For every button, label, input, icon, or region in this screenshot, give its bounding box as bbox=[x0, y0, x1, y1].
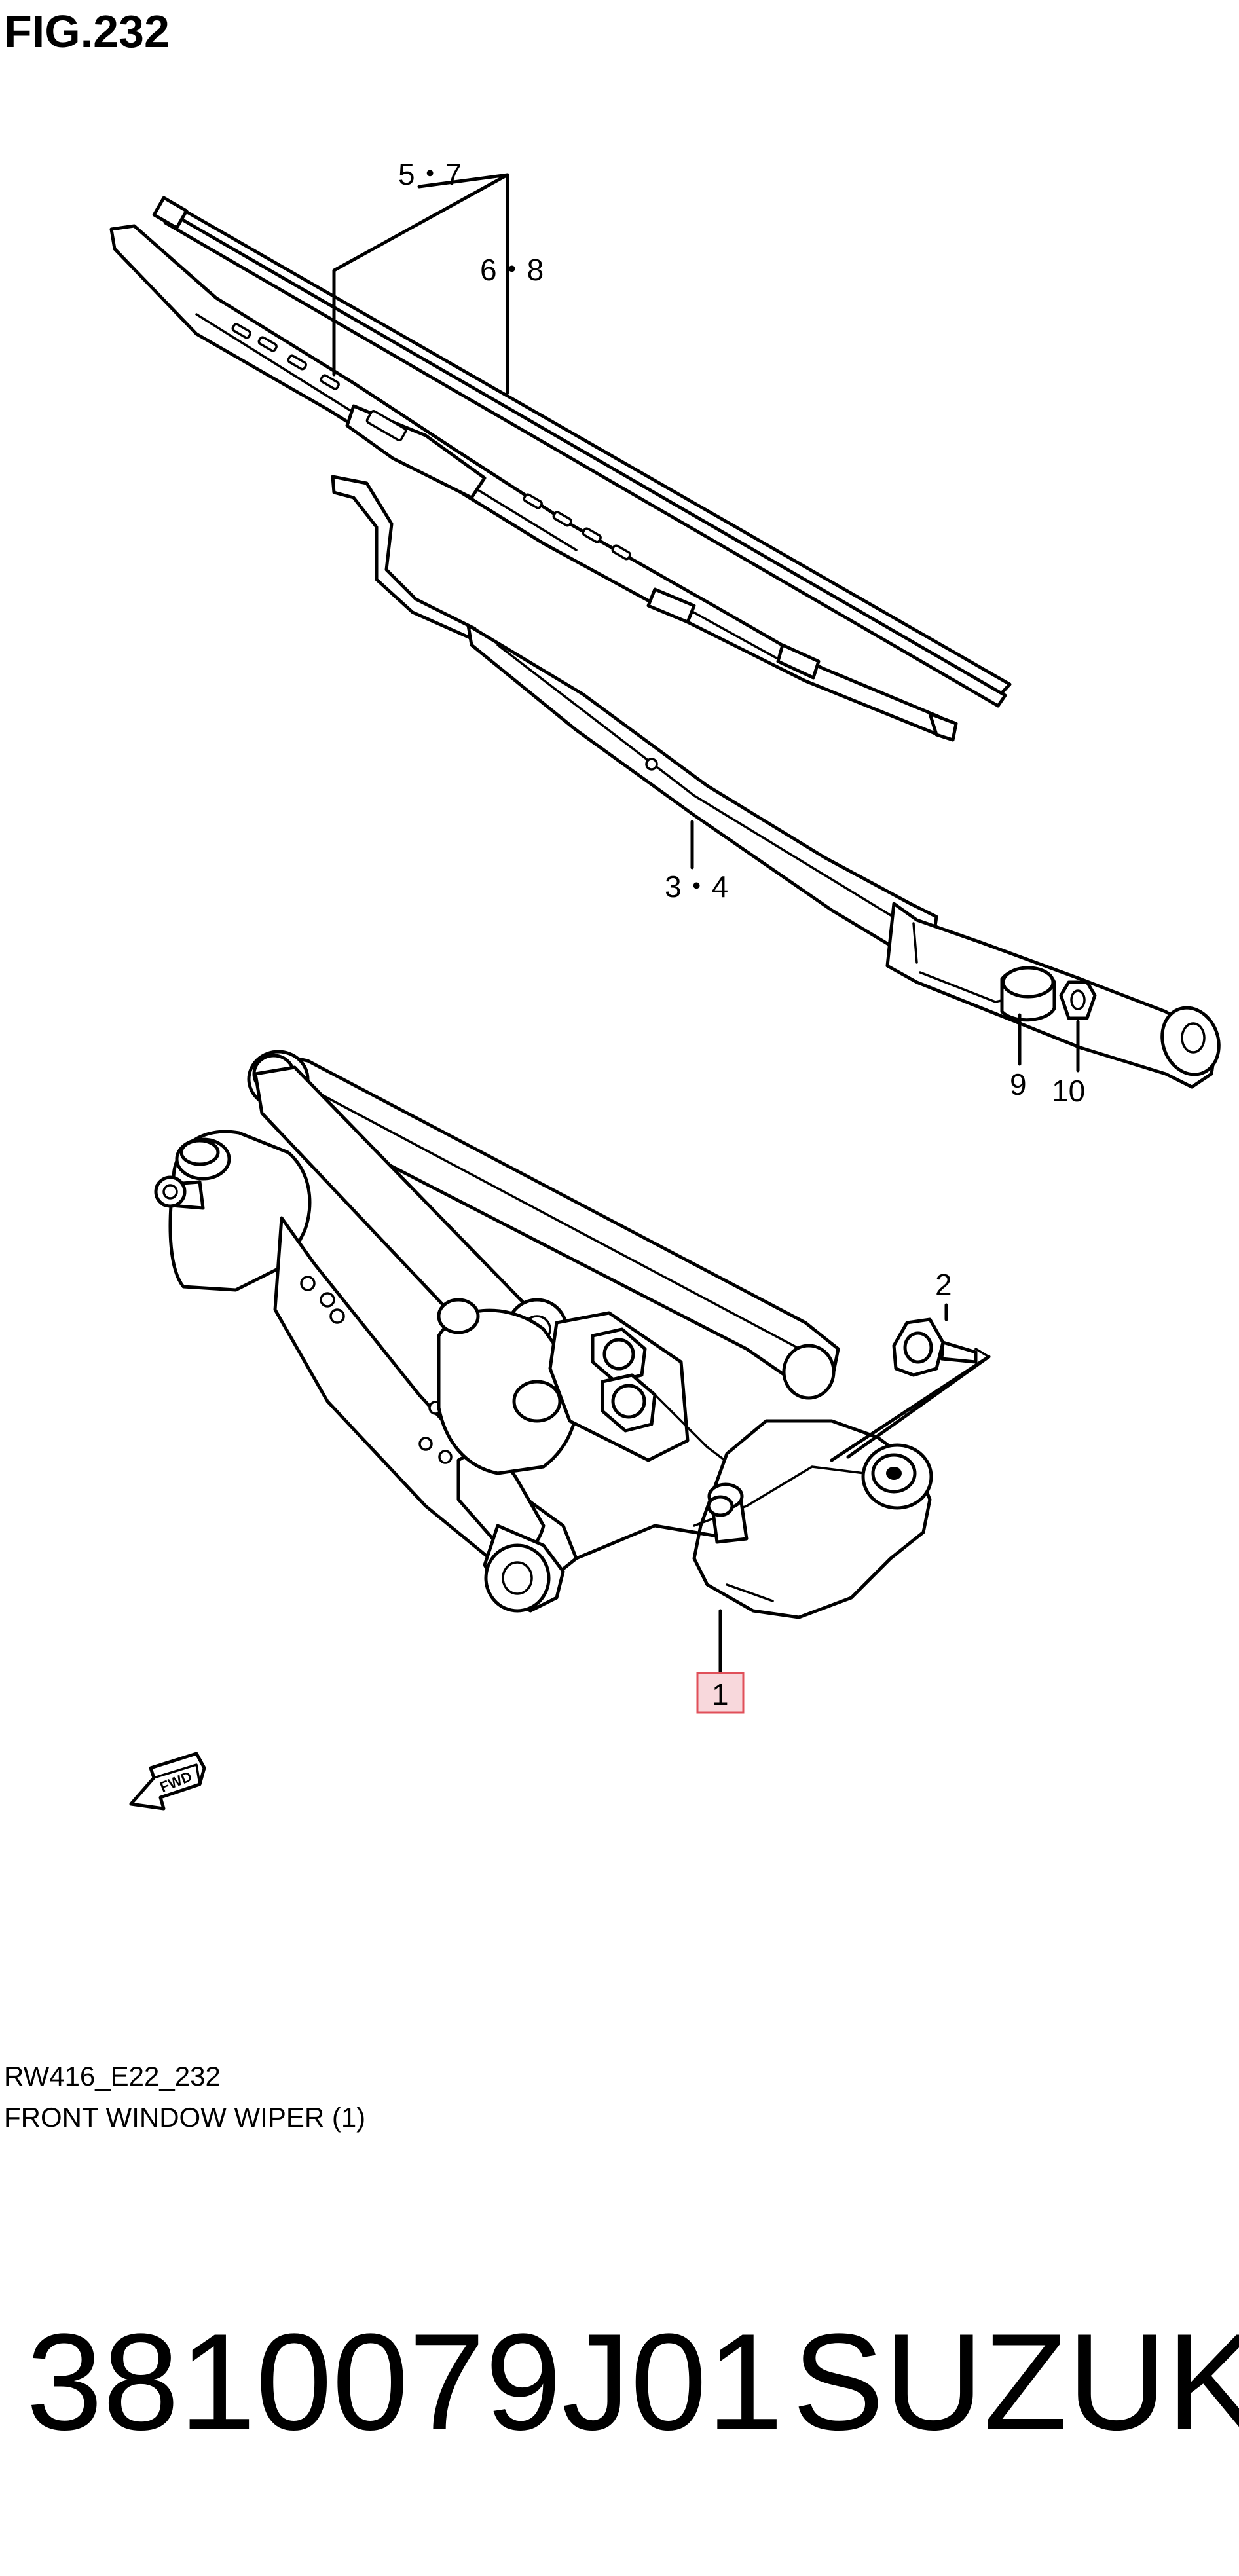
callout-10: 10 bbox=[1052, 1074, 1085, 1108]
callout-3-4: 3・4 bbox=[665, 870, 728, 904]
callout-2: 2 bbox=[935, 1268, 952, 1302]
part-number: 3810079J01 bbox=[26, 2305, 783, 2459]
figure-code: RW416_E22_232 bbox=[4, 2061, 221, 2091]
brand-name: SUZUKI bbox=[792, 2305, 1239, 2459]
wiper-linkage-assembly bbox=[154, 1050, 933, 1619]
callout-1-highlight bbox=[696, 1672, 745, 1714]
figure-title: FIG.232 bbox=[4, 6, 170, 57]
callout-9: 9 bbox=[1010, 1067, 1027, 1101]
bolt bbox=[892, 1317, 990, 1377]
forward-arrow-icon: FWD bbox=[129, 1752, 206, 1811]
pivot-nut bbox=[1059, 980, 1097, 1020]
callout-1: 1 bbox=[712, 1678, 729, 1712]
leader-lines bbox=[332, 173, 1080, 1675]
callout-6-8: 6・8 bbox=[480, 253, 544, 287]
wiper-blade bbox=[109, 196, 1012, 742]
figure-caption: FRONT WINDOW WIPER (1) bbox=[4, 2102, 365, 2133]
callout-5-7: 5・7 bbox=[398, 157, 462, 191]
pivot-cap bbox=[1000, 966, 1056, 1022]
